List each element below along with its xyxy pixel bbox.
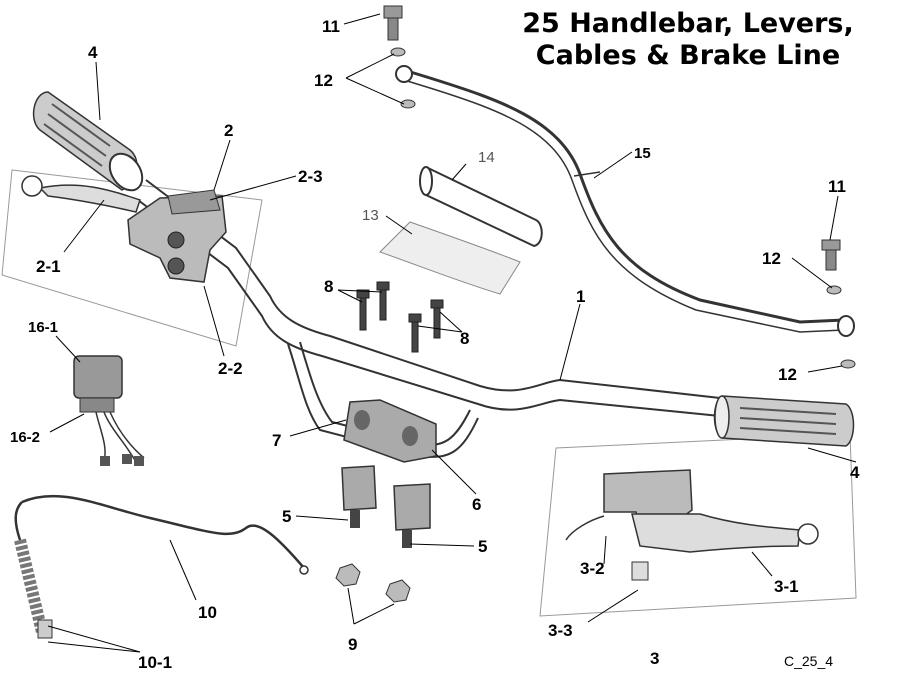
callout-10: 10: [198, 603, 217, 622]
throttle-cable: [14, 494, 309, 639]
crush-washer-right-lower: [840, 359, 856, 369]
callout-9: 9: [348, 635, 357, 654]
banjo-bolt-right: [821, 239, 841, 271]
banjo-bolt-top: [383, 5, 403, 41]
callout-3-2: 3-2: [580, 559, 605, 578]
callout-2-2: 2-2: [218, 359, 243, 378]
callout-12-mid: 12: [762, 249, 781, 268]
callout-2: 2: [224, 121, 233, 140]
riser-nut-right: [385, 579, 411, 603]
riser-left: [341, 465, 377, 528]
leader-lines: [47, 13, 857, 653]
callout-7: 7: [272, 431, 281, 450]
callout-5-right: 5: [478, 537, 487, 556]
crush-washer-top-upper: [390, 47, 406, 57]
title-line-2: Cables & Brake Line: [535, 40, 841, 71]
brake-line: [395, 65, 855, 337]
callout-14: 14: [478, 149, 495, 166]
callout-16-1: 16-1: [28, 319, 58, 336]
callout-3-3: 3-3: [548, 621, 573, 640]
pad-cover: [379, 221, 521, 295]
callout-8-right: 8: [460, 329, 469, 348]
riser-right: [393, 483, 431, 548]
callout-4-left-grip: 4: [88, 43, 98, 62]
right-grip: [713, 395, 855, 447]
left-control-group-box: [1, 169, 263, 347]
riser-nut-left: [335, 563, 361, 587]
callout-5-left: 5: [282, 507, 291, 526]
handlebar: [137, 179, 721, 458]
callout-11-top: 11: [322, 17, 340, 36]
callout-2-1: 2-1: [36, 257, 61, 276]
callout-10-1: 10-1: [138, 653, 172, 672]
callout-16-2: 16-2: [10, 429, 40, 446]
right-master-cylinder: [565, 469, 819, 581]
callout-11-right: 11: [828, 177, 846, 196]
left-master-cylinder: [21, 175, 227, 283]
callout-13: 13: [362, 207, 379, 224]
figure-code: C_25_4: [784, 653, 833, 669]
title-line-1: 25 Handlebar, Levers,: [522, 8, 854, 39]
callout-12-low: 12: [778, 365, 797, 384]
left-grip: [32, 91, 144, 192]
callout-labels: 4 2 2-3 2-1 2-2 1 11 12 11 12 12 15 14 1…: [10, 17, 860, 672]
diagram-title: 25 Handlebar, Levers, Cables & Brake Lin…: [498, 8, 878, 72]
callout-15: 15: [634, 145, 651, 162]
clamp-bolts: [356, 281, 444, 353]
callout-3: 3: [650, 649, 659, 668]
callout-2-3: 2-3: [298, 167, 323, 186]
crush-washer-top-lower: [400, 99, 416, 109]
callout-12-top: 12: [314, 71, 333, 90]
callout-3-1: 3-1: [774, 577, 799, 596]
callout-4-right-grip: 4: [850, 463, 860, 482]
switch-housing: [73, 355, 145, 466]
crush-washer-right-upper: [826, 285, 842, 295]
callout-8-left: 8: [324, 277, 333, 296]
handlebar-pad: [419, 166, 543, 248]
upper-handlebar-clamp: [343, 399, 437, 463]
callout-1: 1: [576, 287, 585, 306]
callout-6: 6: [472, 495, 481, 514]
